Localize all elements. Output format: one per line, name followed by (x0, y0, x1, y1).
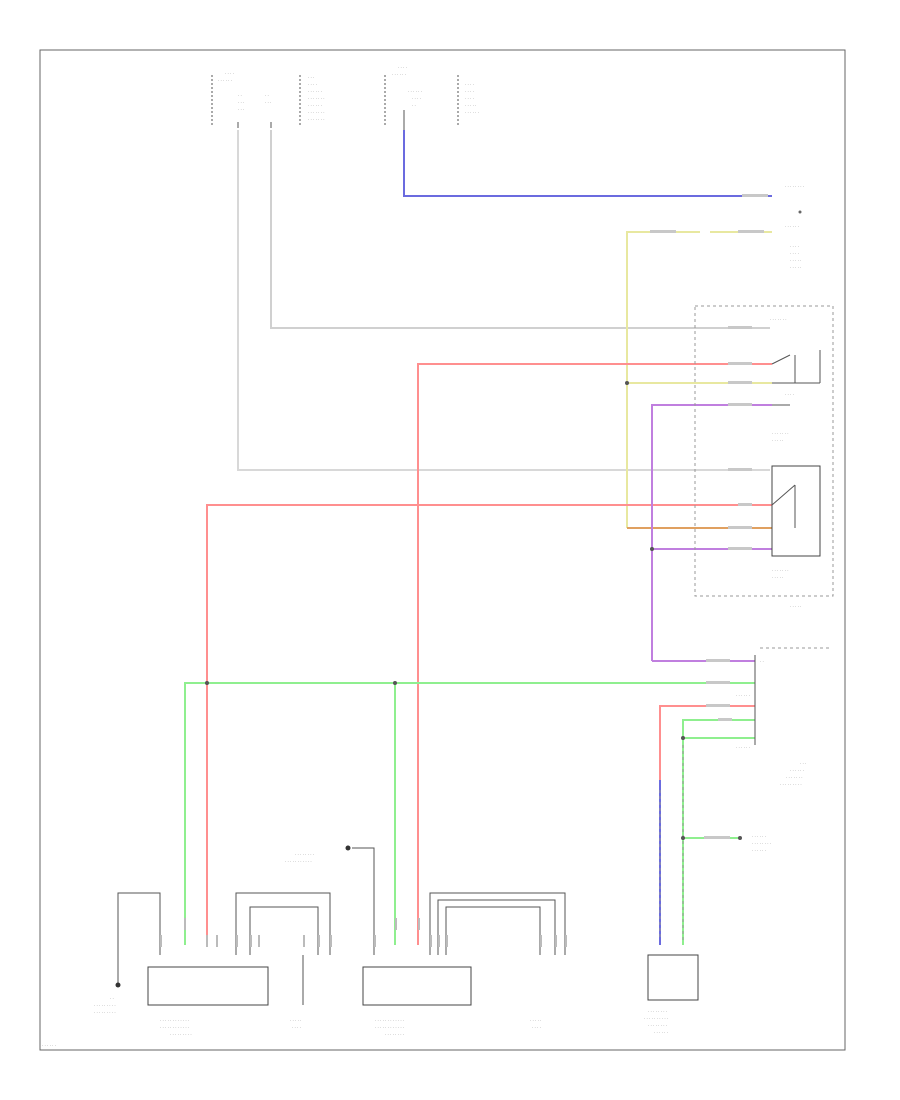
svg-text:· · · · ·: · · · · · (290, 1018, 301, 1023)
svg-text:· · · ·: · · · · (308, 82, 317, 87)
svg-text:· · · · · ·: · · · · · · (408, 89, 422, 94)
svg-text:· · · · · · · ·: · · · · · · · · (295, 852, 314, 857)
svg-text:· ·: · · (238, 93, 242, 98)
svg-text:· · · · · · · · ·: · · · · · · · · · (170, 1032, 192, 1037)
svg-text:· · · ·: · · · · (225, 71, 234, 76)
footer-code: · · · · · · (42, 1043, 56, 1048)
svg-text:· · ·: · · · (800, 761, 806, 766)
svg-text:· · · · · · · · · · · ·: · · · · · · · · · · · · (375, 1025, 404, 1030)
svg-text:· · · ·: · · · · (292, 1025, 301, 1030)
svg-text:· · · · ·: · · · · · (530, 1018, 541, 1023)
svg-text:· · · ·: · · · · (412, 96, 421, 101)
svg-text:· ·: · · (265, 93, 269, 98)
wire-yellow (626, 231, 700, 528)
svg-text:· · · · · · · · · · · ·: · · · · · · · · · · · · (375, 1018, 404, 1023)
svg-text:· · · ·: · · · · (465, 96, 474, 101)
svg-text:· · · · ·: · · · · · (790, 604, 801, 609)
right-top-notes: · · · · · · · · · · · · · · · · · · · · … (785, 184, 804, 270)
wire-red-relay1 (417, 363, 772, 945)
svg-text:· · · · · · · · ·: · · · · · · · · · (94, 1010, 116, 1015)
svg-text:· · · · · · ·: · · · · · · · (786, 775, 803, 780)
svg-text:· · · · · ·: · · · · · · (785, 224, 799, 229)
svg-text:· ·: · · (760, 659, 764, 664)
svg-text:· · · · · · ·: · · · · · · · (772, 568, 789, 573)
svg-text:· · · · · · · ·: · · · · · · · · (648, 1009, 667, 1014)
svg-text:· · · · · · · ·: · · · · · · · · (785, 184, 804, 189)
svg-text:· · ·: · · · (265, 100, 271, 105)
svg-text:· · · · · ·: · · · · · · (736, 745, 750, 750)
relay-box-upper: · · · · · · · · · · · · · · · · · · · · … (694, 305, 834, 609)
wire-grey-2 (270, 130, 770, 329)
fuse-block-right: · · · · · · · · · · · · · · · · · · · · … (384, 65, 479, 130)
wire-red-bottom (659, 705, 755, 780)
svg-text:· ·: · · (412, 103, 416, 108)
svg-text:· · · · ·: · · · · · (465, 103, 476, 108)
svg-text:· · ·: · · · (238, 107, 244, 112)
svg-text:· · · · · · · ·: · · · · · · · · (648, 1023, 667, 1028)
svg-text:· · · ·: · · · · (785, 392, 794, 397)
svg-text:· · · · ·: · · · · · (790, 265, 801, 270)
junction-dot (650, 547, 654, 551)
wire-blue-top (403, 130, 772, 197)
svg-text:· · · · · · · · · · · ·: · · · · · · · · · · · · (160, 1018, 189, 1023)
module-middle: · · · · · · · · · · · · · · · · · · · · … (362, 892, 567, 1037)
svg-text:· · · · · · ·: · · · · · · · (308, 96, 325, 101)
page-frame (39, 49, 846, 1051)
svg-text:· · · · · ·: · · · · · · (308, 103, 322, 108)
svg-text:· · · · · · · · · · · ·: · · · · · · · · · · · · (160, 1025, 189, 1030)
svg-text:· · · · · · · ·: · · · · · · · · (385, 1032, 404, 1037)
svg-text:· · · ·: · · · · (465, 89, 474, 94)
svg-text:· · · · · · · · · ·: · · · · · · · · · · (644, 1016, 668, 1021)
module-left: · · · · · · · · · · · · · · · · · · · · … (147, 892, 332, 1037)
svg-text:· · · · · ·: · · · · · · (752, 834, 766, 839)
svg-text:· · · · · ·: · · · · · · (752, 848, 766, 853)
svg-text:· · · ·: · · · · (465, 82, 474, 87)
svg-text:· · · ·: · · · · (790, 244, 799, 249)
junction-dot (625, 381, 629, 385)
svg-text:· · · · · · · · ·: · · · · · · · · · (94, 1003, 116, 1008)
module-right-bottom: · · · · · · · · · · · · · · · · · · · · … (644, 954, 699, 1035)
svg-text:· · · · ·: · · · · · (790, 258, 801, 263)
svg-text:· · · · · · ·: · · · · · · · (770, 317, 787, 322)
svg-text:· · · · · ·: · · · · · · (392, 72, 406, 77)
control-module-right: · · · · · · · · · · · · · · · · · · · · … (736, 647, 830, 787)
svg-text:· · · · ·: · · · · · (772, 575, 783, 580)
svg-text:· ·: · · (110, 996, 114, 1001)
svg-text:· · · · · · · ·: · · · · · · · · (752, 841, 771, 846)
svg-text:· · · · · ·: · · · · · · (790, 768, 804, 773)
wire-labels (650, 194, 768, 839)
wire-red-relay2 (206, 504, 772, 945)
svg-text:· · · ·: · · · · (532, 1025, 541, 1030)
svg-text:· · · ·: · · · · (398, 65, 407, 70)
svg-text:· · · · · · ·: · · · · · · · (308, 117, 325, 122)
junction-dot (681, 836, 685, 840)
svg-text:· · · · · · · · ·: · · · · · · · · · (780, 782, 802, 787)
svg-text:· · · · · ·: · · · · · · (465, 110, 479, 115)
ground-left: · · · · · · · · · · · · · · · · · · · · (94, 892, 161, 1015)
wire-violet-1 (651, 404, 772, 661)
svg-text:· · · ·: · · · · (790, 251, 799, 256)
svg-text:· · · · ·: · · · · · (772, 438, 783, 443)
wire-grey-1 (237, 130, 770, 471)
svg-text:· · · · · · ·: · · · · · · · (772, 431, 789, 436)
svg-text:· · · · · ·: · · · · · · (308, 89, 322, 94)
ground-sensor-right: · · · · · · · · · · · · · · · · · · · · (752, 834, 771, 853)
junction-dot (738, 836, 742, 840)
svg-text:· · · · · · ·: · · · · · · · (308, 110, 325, 115)
junction-dot (681, 736, 685, 740)
fuse-block-left: · · · · · · · · · · · · · · · · · · · · … (211, 71, 325, 128)
junction-dot (205, 681, 209, 685)
svg-text:· · ·: · · · (308, 75, 314, 80)
sensor-middle: · · · · · · · · · · · · · · · · · · · (285, 845, 375, 955)
wire-green-right (682, 719, 755, 945)
svg-text:· · · · · ·: · · · · · · (654, 1030, 668, 1035)
svg-text:· · ·: · · · (238, 100, 244, 105)
wire-green-main (184, 682, 755, 945)
junction-dot (393, 681, 397, 685)
svg-text:· · · · · ·: · · · · · · (218, 78, 232, 83)
svg-text:· · · · · ·: · · · · · · (736, 693, 750, 698)
svg-text:· · · · · · · · · · ·: · · · · · · · · · · · (285, 859, 312, 864)
